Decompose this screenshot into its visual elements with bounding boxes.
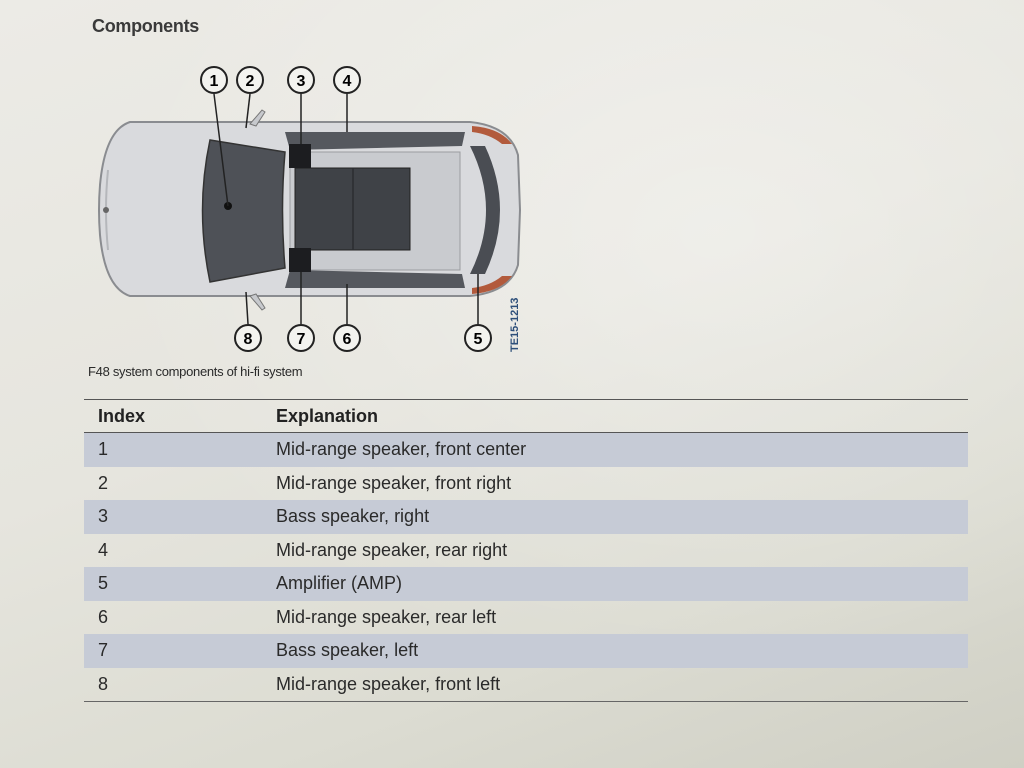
row-index: 3 [98, 506, 109, 527]
row-explanation: Bass speaker, left [276, 640, 419, 661]
car-diagram: 1 2 3 4 5 6 7 8 TE15-121 [90, 60, 540, 360]
row-index: 7 [98, 640, 109, 661]
table-row: 8 Mid-range speaker, front left [84, 668, 968, 702]
svg-text:3: 3 [297, 73, 306, 90]
svg-text:1: 1 [210, 73, 219, 90]
row-explanation: Mid-range speaker, front center [276, 439, 527, 460]
row-explanation: Amplifier (AMP) [276, 573, 403, 594]
table-row: 1 Mid-range speaker, front center [84, 433, 968, 467]
svg-text:6: 6 [343, 331, 352, 348]
table-row: 6 Mid-range speaker, rear left [84, 601, 968, 635]
row-explanation: Mid-range speaker, rear right [276, 539, 508, 560]
svg-text:2: 2 [246, 73, 255, 90]
figure-code: TE15-1213 [509, 298, 521, 352]
row-index: 4 [98, 539, 109, 560]
row-explanation: Bass speaker, right [276, 506, 430, 527]
table-header: Index Explanation [84, 399, 968, 433]
callout-2: 2 [236, 66, 264, 94]
row-index: 8 [98, 673, 109, 694]
svg-text:7: 7 [297, 331, 306, 348]
row-index: 2 [98, 472, 109, 493]
callout-1: 1 [200, 66, 228, 94]
figure-caption: F48 system components of hi-fi system [88, 364, 303, 379]
svg-text:4: 4 [343, 73, 352, 90]
callout-8: 8 [234, 324, 262, 352]
components-table: Index Explanation 1 Mid-range speaker, f… [84, 399, 968, 702]
svg-text:5: 5 [474, 331, 483, 348]
row-index: 6 [98, 606, 109, 627]
callout-7: 7 [287, 324, 315, 352]
table-row: 7 Bass speaker, left [84, 634, 968, 668]
callout-5: 5 [464, 324, 492, 352]
leader-lines [213, 93, 479, 325]
car-top-view [98, 109, 522, 311]
table-row: 4 Mid-range speaker, rear right [84, 534, 968, 568]
row-explanation: Mid-range speaker, front left [276, 673, 501, 694]
table-row: 5 Amplifier (AMP) [84, 567, 968, 601]
header-index: Index [98, 405, 146, 426]
svg-text:8: 8 [244, 331, 253, 348]
row-index: 1 [98, 439, 109, 460]
row-explanation: Mid-range speaker, front right [276, 472, 512, 493]
section-heading: Components [92, 16, 199, 36]
row-index: 5 [98, 573, 109, 594]
callout-3: 3 [287, 66, 315, 94]
table-row: 3 Bass speaker, right [84, 500, 968, 534]
row-explanation: Mid-range speaker, rear left [276, 606, 497, 627]
callout-6: 6 [333, 324, 361, 352]
table-row: 2 Mid-range speaker, front right [84, 467, 968, 501]
callout-4: 4 [333, 66, 361, 94]
header-explanation: Explanation [276, 405, 379, 426]
